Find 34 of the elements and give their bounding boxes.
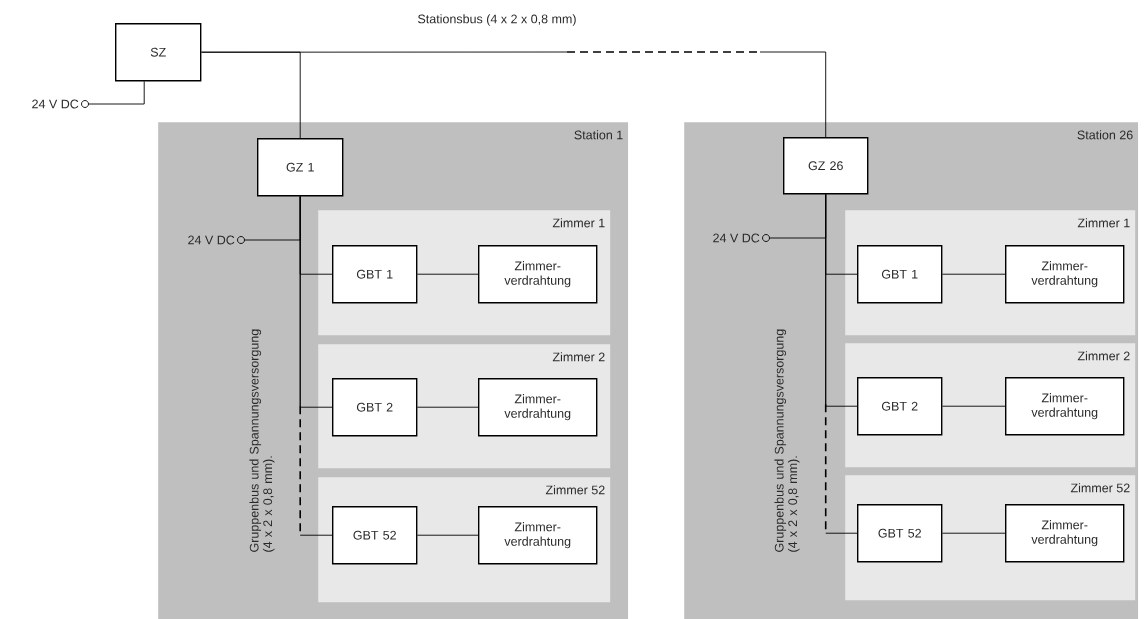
wire bbox=[941, 532, 1006, 534]
device-box: Zimmer- verdrahtung bbox=[1005, 245, 1125, 304]
device-box: Zimmer- verdrahtung bbox=[478, 245, 598, 304]
device-box: GBT 2 bbox=[332, 378, 418, 437]
wire bbox=[416, 534, 479, 536]
device-box: GBT 1 bbox=[332, 245, 418, 304]
device-box: SZ bbox=[115, 23, 202, 82]
wire bbox=[824, 193, 858, 534]
device-box: Zimmer- verdrahtung bbox=[478, 378, 598, 437]
device-box: GBT 52 bbox=[857, 504, 943, 563]
node-label: 24 V DC bbox=[32, 99, 79, 109]
terminal: 24 V DC bbox=[713, 233, 770, 243]
device-box: GZ 26 bbox=[783, 137, 869, 195]
cable-label: Gruppenbus und Spannungsversorgung (4 x 2 x 0,8 mm). bbox=[249, 329, 275, 552]
wire bbox=[416, 406, 479, 408]
node-label: 24 V DC bbox=[713, 233, 760, 243]
wire bbox=[941, 405, 1006, 407]
device-box: GZ 1 bbox=[257, 138, 344, 197]
wire bbox=[299, 195, 333, 536]
device-box: Zimmer- verdrahtung bbox=[1005, 504, 1125, 563]
device-box: Zimmer- verdrahtung bbox=[478, 506, 598, 565]
device-box: Zimmer- verdrahtung bbox=[1005, 377, 1125, 436]
cable-label: Stationsbus (4 x 2 x 0,8 mm) bbox=[418, 14, 576, 26]
node-label: 24 V DC bbox=[188, 235, 235, 245]
wire bbox=[200, 51, 827, 138]
wire bbox=[941, 273, 1006, 275]
cable-label: Gruppenbus und Spannungsversorgung (4 x 2 x 0,8 mm). bbox=[774, 329, 800, 552]
terminal: 24 V DC bbox=[188, 235, 245, 245]
device-box: GBT 52 bbox=[332, 506, 418, 565]
device-box: GBT 1 bbox=[857, 245, 943, 304]
device-box: GBT 2 bbox=[857, 377, 943, 436]
terminal: 24 V DC bbox=[32, 99, 89, 109]
wire bbox=[416, 273, 479, 275]
wire bbox=[88, 80, 145, 105]
